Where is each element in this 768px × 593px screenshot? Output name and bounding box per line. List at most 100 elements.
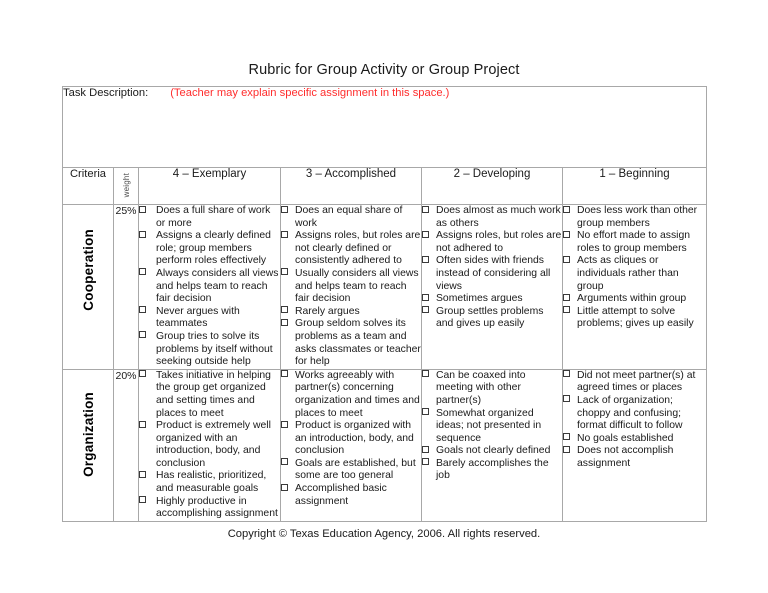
checklist-item[interactable]: Acts as cliques or individuals rather th… (563, 255, 706, 293)
checkbox-icon[interactable] (422, 445, 429, 453)
checkbox-icon[interactable] (139, 331, 146, 339)
checkbox-icon[interactable] (563, 205, 570, 213)
checklist-item[interactable]: Assigns roles, but roles are not adhered… (422, 230, 562, 255)
checklist-item[interactable]: Does less work than other group members (563, 205, 706, 230)
checklist-item[interactable]: Often sides with friends instead of cons… (422, 255, 562, 293)
checklist-item[interactable]: Goals not clearly defined (422, 445, 562, 458)
checklist-item[interactable]: No effort made to assign roles to group … (563, 230, 706, 255)
checklist-item[interactable]: Accomplished basic assignment (281, 483, 421, 508)
checkbox-icon[interactable] (281, 420, 288, 428)
checkbox-icon[interactable] (563, 255, 570, 263)
checkbox-icon[interactable] (281, 483, 288, 491)
checklist-item[interactable]: Works agreeably with partner(s) concerni… (281, 370, 421, 420)
cell-organization-level-1[interactable]: Did not meet partner(s) at agreed times … (561, 368, 708, 522)
checklist-item[interactable]: Takes initiative in helping the group ge… (139, 370, 280, 420)
checkbox-icon[interactable] (139, 496, 146, 504)
checklist-item[interactable]: Rarely argues (281, 306, 421, 319)
checklist-item[interactable]: No goals established (563, 433, 706, 446)
checklist-item[interactable]: Has realistic, prioritized, and measurab… (139, 470, 280, 495)
checklist-item[interactable]: Group tries to solve its problems by its… (139, 331, 280, 369)
cell-organization-level-3[interactable]: Works agreeably with partner(s) concerni… (280, 368, 422, 522)
checkbox-icon[interactable] (139, 230, 146, 238)
header-level-4: 4 – Exemplary (138, 167, 281, 205)
table-header-row: Criteria weight 4 – Exemplary 3 – Accomp… (62, 167, 708, 205)
checklist-item-label: Product is organized with an introductio… (295, 420, 414, 457)
checklist-item[interactable]: Product is organized with an introductio… (281, 420, 421, 458)
checklist-item-label: Lack of organization; choppy and confusi… (577, 394, 683, 432)
checklist-item[interactable]: Did not meet partner(s) at agreed times … (563, 370, 706, 395)
checkbox-icon[interactable] (422, 458, 429, 466)
checkbox-icon[interactable] (422, 255, 429, 263)
checklist-item[interactable]: Lack of organization; choppy and confusi… (563, 395, 706, 433)
checklist-item[interactable]: Does an equal share of work (281, 205, 421, 230)
header-criteria: Criteria (62, 167, 114, 205)
task-description-hint: (Teacher may explain specific assignment… (170, 87, 450, 99)
checkbox-icon[interactable] (139, 420, 146, 428)
checkbox-icon[interactable] (281, 230, 288, 238)
checklist-item[interactable]: Barely accomplishes the job (422, 458, 562, 483)
checkbox-icon[interactable] (563, 306, 570, 314)
checklist-item[interactable]: Group seldom solves its problems as a te… (281, 318, 421, 368)
checkbox-icon[interactable] (139, 268, 146, 276)
checklist-item-label: Often sides with friends instead of cons… (436, 255, 551, 292)
checklist-item[interactable]: Does almost as much work as others (422, 205, 562, 230)
task-description-cell[interactable]: Task Description: (Teacher may explain sp… (61, 86, 708, 168)
checklist-item[interactable]: Assigns a clearly defined role; group me… (139, 230, 280, 268)
checkbox-icon[interactable] (563, 433, 570, 441)
checklist-item[interactable]: Highly productive in accomplishing assig… (139, 496, 280, 521)
checkbox-icon[interactable] (422, 293, 429, 301)
checklist-item[interactable]: Sometimes argues (422, 293, 562, 306)
checkbox-icon[interactable] (139, 470, 146, 478)
checklist-item[interactable]: Product is extremely well organized with… (139, 420, 280, 470)
checklist-item[interactable]: Never argues with teammates (139, 306, 280, 331)
page-title: Rubric for Group Activity or Group Proje… (248, 62, 520, 78)
checklist-item[interactable]: Somewhat organized ideas; not presented … (422, 408, 562, 446)
criterion-weight: 20% (113, 368, 139, 522)
cell-organization-level-4[interactable]: Takes initiative in helping the group ge… (138, 368, 281, 522)
checklist-item[interactable]: Does not accomplish assignment (563, 445, 706, 470)
checkbox-icon[interactable] (281, 268, 288, 276)
checklist-item[interactable]: Group settles problems and gives up easi… (422, 306, 562, 331)
checkbox-icon[interactable] (422, 370, 429, 378)
checkbox-icon[interactable] (139, 370, 146, 378)
checklist-item[interactable]: Assigns roles, but roles are not clearly… (281, 230, 421, 268)
cell-organization-level-2[interactable]: Can be coaxed into meeting with other pa… (421, 368, 563, 522)
checkbox-icon[interactable] (139, 205, 146, 213)
checkbox-icon[interactable] (422, 408, 429, 415)
checkbox-icon[interactable] (563, 395, 570, 403)
checkbox-icon[interactable] (563, 445, 570, 453)
checklist-item[interactable]: Can be coaxed into meeting with other pa… (422, 370, 562, 408)
task-description-label: Task Description: (63, 87, 149, 99)
checkbox-icon[interactable] (422, 205, 429, 213)
checkbox-icon[interactable] (281, 318, 288, 326)
checkbox-icon[interactable] (281, 205, 288, 213)
checklist-item[interactable]: Always considers all views and helps tea… (139, 268, 280, 306)
checkbox-icon[interactable] (281, 370, 288, 378)
checkbox-icon[interactable] (422, 230, 429, 238)
checklist-item[interactable]: Usually considers all views and helps te… (281, 268, 421, 306)
checkbox-icon[interactable] (139, 306, 146, 314)
checkbox-icon[interactable] (563, 293, 570, 301)
header-weight: weight (113, 167, 139, 205)
checkbox-icon[interactable] (281, 306, 288, 314)
checkbox-icon[interactable] (563, 370, 570, 378)
checkbox-icon[interactable] (422, 306, 429, 314)
checklist-item-label: Does almost as much work as others (436, 205, 561, 229)
checklist-item[interactable]: Arguments within group (563, 293, 706, 306)
checklist-item[interactable]: Does a full share of work or more (139, 205, 280, 230)
checklist-item[interactable]: Little attempt to solve problems; gives … (563, 306, 706, 331)
table-row: Cooperation 25% Does a full share of wor… (62, 204, 708, 370)
checkbox-icon[interactable] (563, 230, 570, 238)
copyright-footer: Copyright © Texas Education Agency, 2006… (227, 528, 541, 540)
header-level-3: 3 – Accomplished (280, 167, 422, 205)
checklist-item[interactable]: Goals are established, but some are too … (281, 458, 421, 483)
checklist-item-label: Has realistic, prioritized, and measurab… (156, 470, 267, 495)
checklist-item-label: Did not meet partner(s) at agreed times … (577, 369, 696, 394)
checkbox-icon[interactable] (281, 458, 288, 466)
